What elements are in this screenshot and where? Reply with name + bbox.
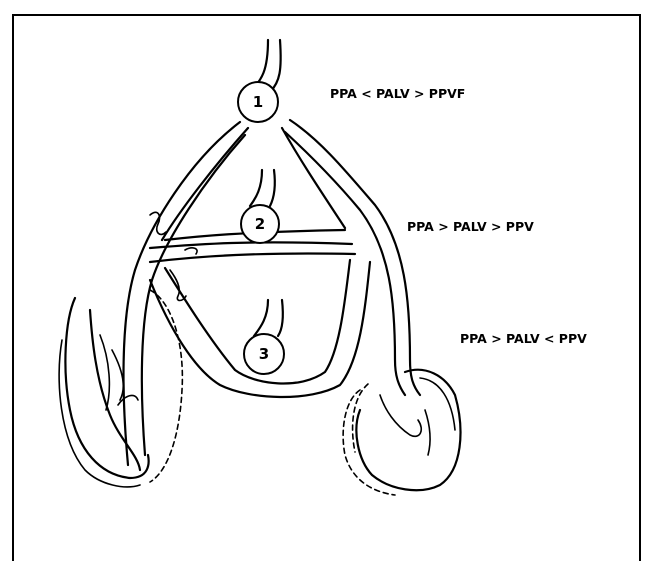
zone-3: 3: [244, 300, 284, 374]
figure-frame: [13, 15, 640, 561]
zone-3-label: 3: [259, 345, 269, 363]
zone-2-equation: PPA > PALV > PPV: [407, 219, 534, 234]
zone-2-label: 2: [255, 215, 265, 233]
alveolus-3-stalk: [254, 300, 268, 336]
zone-3-equation: PPA > PALV < PPV: [460, 331, 587, 346]
zone-1: 1: [238, 82, 278, 122]
zone-2: 2: [241, 170, 279, 243]
alveolus-2-stalk: [250, 170, 262, 206]
zone-1-equation: PPA < PALV > PPVF: [330, 86, 465, 101]
zone-1-label: 1: [253, 93, 263, 111]
left-heart: [59, 290, 182, 487]
vascular-arch: [124, 120, 420, 465]
